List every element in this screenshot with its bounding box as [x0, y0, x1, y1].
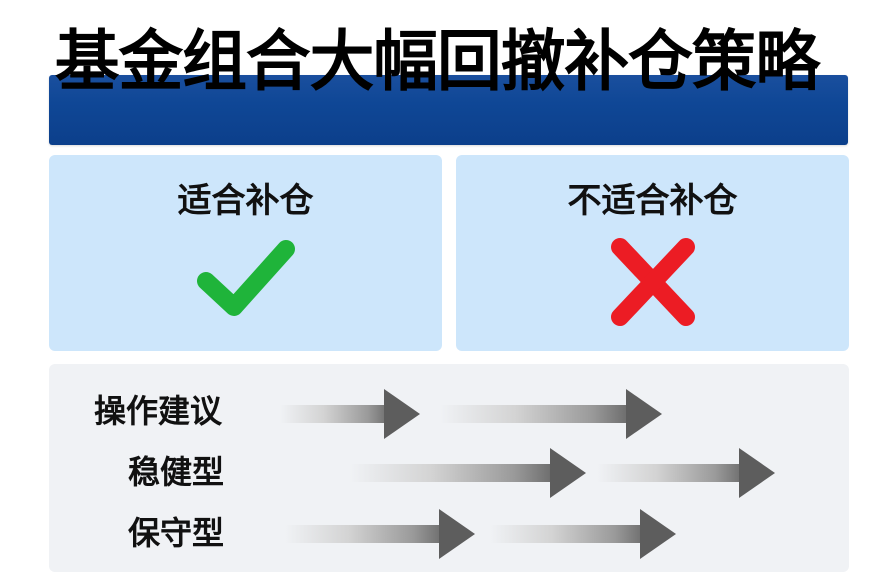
row-label-conservative: 保守型 — [128, 514, 225, 552]
arrow-right-icon — [440, 389, 662, 439]
card-suitable-title: 适合补仓 — [177, 181, 314, 221]
arrow-right-icon — [280, 389, 420, 439]
arrow-right-icon — [597, 448, 775, 498]
card-not-suitable: 不适合补仓 — [456, 155, 849, 351]
arrow-right-icon — [350, 448, 586, 498]
check-icon — [194, 237, 298, 325]
card-not-suitable-title: 不适合补仓 — [567, 181, 738, 221]
row-label-advice: 操作建议 — [94, 392, 223, 430]
row-label-steady: 稳健型 — [128, 453, 225, 491]
cross-icon — [608, 237, 698, 331]
arrow-right-icon — [490, 509, 676, 559]
card-suitable: 适合补仓 — [49, 155, 442, 351]
arrow-right-icon — [285, 509, 475, 559]
page-title: 基金组合大幅回撤补仓策略 — [54, 23, 820, 100]
title-banner — [49, 75, 848, 145]
